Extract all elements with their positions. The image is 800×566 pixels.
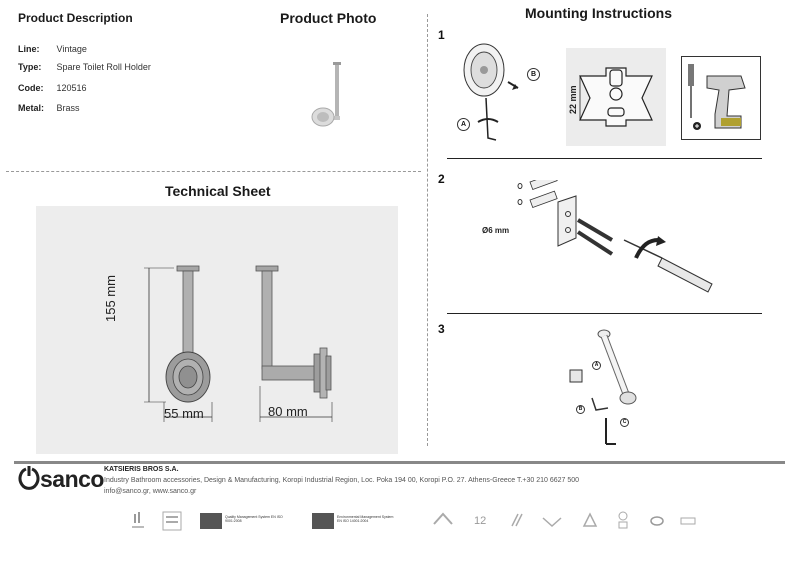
mounting-title: Mounting Instructions	[525, 5, 672, 21]
dimension-bracket: 22 mm	[568, 85, 578, 114]
easy-install-icon	[542, 517, 562, 528]
spec-value: Spare Toilet Roll Holder	[56, 62, 151, 72]
description-title: Product Description	[18, 11, 133, 25]
label-c-circle: C	[620, 418, 629, 427]
label-c: C	[622, 419, 627, 425]
spec-value: Brass	[56, 103, 80, 113]
photo-title: Product Photo	[280, 10, 377, 26]
label-b: B	[530, 71, 537, 78]
step2-wall-fixing-drawing	[517, 180, 713, 293]
label-b-circle: B	[576, 405, 585, 414]
iso-seal-icon	[312, 513, 334, 529]
label-a: A	[594, 362, 599, 368]
spec-key: Line:	[18, 44, 40, 54]
step-divider	[447, 158, 762, 159]
label-a: A	[460, 121, 467, 128]
step-divider	[447, 313, 762, 314]
recycle-icon	[582, 512, 598, 527]
sanco-logo-icon	[18, 466, 40, 490]
spec-metal: Metal: Brass	[18, 103, 80, 113]
technical-title: Technical Sheet	[165, 183, 271, 199]
section-divider	[6, 171, 421, 172]
column-divider	[427, 14, 428, 446]
brushed-finish-icon	[511, 513, 523, 527]
iso-quality-text: Quality Management System EN ISO 9001:20…	[225, 515, 283, 523]
spec-value: 120516	[56, 83, 87, 93]
spec-key: Metal:	[18, 103, 45, 113]
spec-key: Code:	[18, 83, 44, 93]
label-b: B	[578, 406, 583, 412]
bracket-detail-drawing	[579, 67, 653, 127]
company-address: Industry Bathroom accessories, Design & …	[104, 477, 580, 484]
dimension-drill: Ø6 mm	[482, 226, 510, 235]
spec-type: Type: Spare Toilet Roll Holder	[18, 62, 151, 72]
dimension-depth: 80 mm	[268, 404, 308, 419]
coating-icon	[650, 516, 664, 526]
brass-material-icon	[680, 517, 696, 525]
svg-text:12: 12	[474, 515, 486, 527]
eco-icon	[618, 511, 628, 529]
iso-seal-icon	[200, 513, 222, 529]
technical-drawing	[144, 265, 333, 422]
spec-code: Code: 120516	[18, 83, 87, 93]
spec-value: Vintage	[56, 44, 87, 54]
spec-key: Type:	[18, 62, 42, 72]
corrosion-icon	[433, 512, 453, 525]
step-number: 3	[438, 322, 445, 336]
label-a-circle: A	[457, 118, 470, 131]
dimension-height: 155 mm	[103, 275, 118, 322]
product-photo	[311, 62, 341, 127]
step3-assembly-drawing	[569, 329, 637, 445]
label-b-circle: B	[527, 68, 540, 81]
spec-line: Line: Vintage	[18, 44, 87, 54]
company-contact: info@sanco.gr, www.sanco.gr	[104, 488, 197, 495]
dimension-base: 55 mm	[164, 406, 204, 421]
label-a-circle: A	[592, 361, 601, 370]
drill-and-screwdriver-icon	[688, 64, 746, 130]
step-number: 2	[438, 172, 445, 186]
iso-environment-text: Environmental Management System EN ISO 1…	[337, 515, 394, 523]
footer-rule	[14, 461, 785, 464]
step1-disassembly-drawing	[463, 43, 519, 141]
technical-drawing-panel	[36, 206, 398, 454]
company-name: KATSIERIS BROS S.A.	[104, 466, 179, 473]
sanco-logo-text: sanco	[40, 466, 104, 492]
warranty-icon: 12	[474, 515, 486, 527]
quality-badge-icon	[162, 511, 182, 531]
made-in-greece-icon	[132, 512, 144, 528]
step-number: 1	[438, 28, 445, 42]
